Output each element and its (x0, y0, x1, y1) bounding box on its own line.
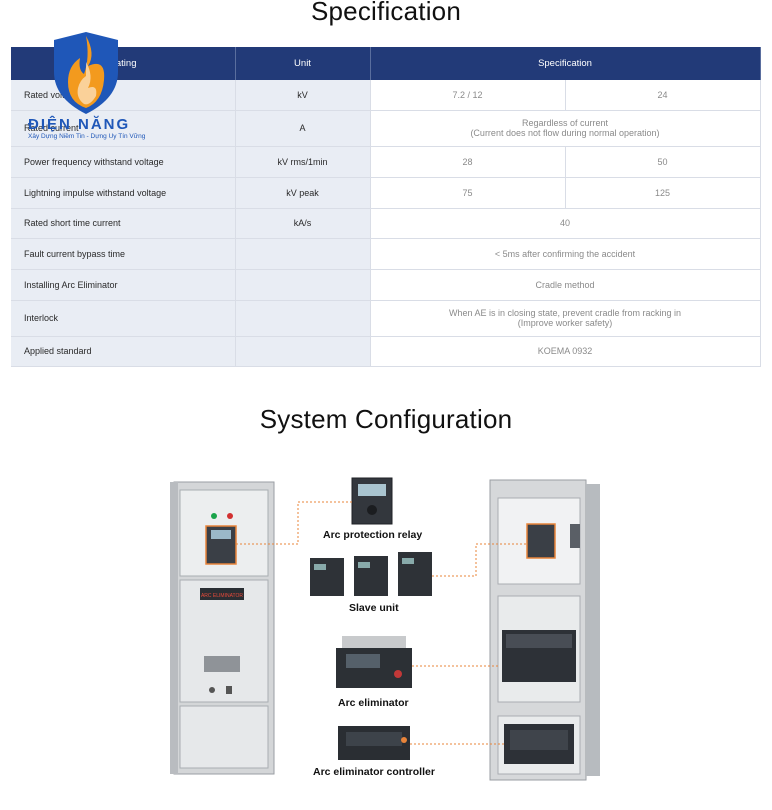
table-row: Rated current A Regardless of current (C… (11, 110, 761, 147)
brand-tagline: Xây Dựng Niềm Tin - Dựng Uy Tín Vững (28, 133, 146, 140)
table-row: Lightning impulse withstand voltage kV p… (11, 177, 761, 209)
row-rating: Interlock (11, 300, 236, 337)
table-row: Rated voltage kV 7.2 / 12 24 (11, 80, 761, 111)
label-arc-eliminator-controller: Arc eliminator controller (313, 766, 435, 778)
row-spec-1: 75 (370, 177, 566, 209)
specification-heading: Specification (310, 0, 462, 26)
row-spec: < 5ms after confirming the accident (370, 238, 761, 270)
row-unit: A (235, 110, 371, 147)
row-rating: Fault current bypass time (11, 238, 236, 270)
row-unit: kV rms/1min (235, 146, 371, 178)
table-row: Power frequency withstand voltage kV rms… (11, 146, 761, 178)
row-unit: kA/s (235, 208, 371, 239)
table-row: Installing Arc Eliminator Cradle method (11, 269, 761, 301)
label-arc-eliminator: Arc eliminator (338, 697, 409, 709)
row-spec-1: 28 (370, 146, 566, 178)
row-unit (235, 300, 371, 337)
label-slave-unit: Slave unit (349, 602, 399, 614)
arc-eliminator-controller-device (338, 726, 410, 760)
row-rating: Rated current (11, 110, 236, 147)
system-diagram-graphic: ARC ELIMINATOR (170, 477, 600, 781)
header-rating: Rating (11, 47, 236, 80)
row-spec-2: 125 (565, 177, 761, 209)
table-row: Rated short time current kA/s 40 (11, 208, 761, 239)
row-spec-2: 50 (565, 146, 761, 178)
label-arc-protection-relay: Arc protection relay (323, 529, 423, 541)
row-unit (235, 238, 371, 270)
arc-eliminator-device (336, 636, 412, 688)
row-spec: KOEMA 0932 (370, 336, 761, 367)
table-row: Fault current bypass time < 5ms after co… (11, 238, 761, 270)
row-rating: Rated voltage (11, 80, 236, 111)
flame-shield-icon (54, 32, 118, 114)
table-row: Applied standard KOEMA 0932 (11, 336, 761, 367)
brand-name: ĐIỆN NĂNG (28, 116, 131, 133)
system-configuration-heading: System Configuration (259, 404, 513, 434)
specification-table: Rating Unit Specification Rated voltage … (11, 47, 761, 367)
connector-lines (236, 501, 527, 745)
row-rating: Rated short time current (11, 208, 236, 239)
slave-unit-devices (310, 552, 432, 596)
row-unit: kV (235, 80, 371, 111)
row-spec-2: 24 (565, 80, 761, 111)
row-unit (235, 269, 371, 301)
row-rating: Power frequency withstand voltage (11, 146, 236, 178)
switchgear-cabinet-open (489, 479, 600, 781)
table-row: Interlock When AE is in closing state, p… (11, 300, 761, 337)
row-rating: Applied standard (11, 336, 236, 367)
row-rating: Lightning impulse withstand voltage (11, 177, 236, 209)
table-header-row: Rating Unit Specification (11, 47, 761, 80)
switchgear-cabinet-front: ARC ELIMINATOR (170, 481, 275, 775)
header-unit: Unit (235, 47, 371, 80)
row-spec: 40 (370, 208, 761, 239)
row-spec: Cradle method (370, 269, 761, 301)
header-specification: Specification (370, 47, 761, 80)
system-configuration-diagram: ARC ELIMINATOR (0, 440, 772, 810)
row-spec-1: 7.2 / 12 (370, 80, 566, 111)
brand-logo: ĐIỆN NĂNG Xây Dựng Niềm Tin - Dựng Uy Tí… (24, 22, 154, 144)
arc-protection-relay-device (351, 477, 393, 525)
row-spec: Regardless of current (Current does not … (370, 110, 761, 147)
row-unit: kV peak (235, 177, 371, 209)
row-unit (235, 336, 371, 367)
row-spec: When AE is in closing state, prevent cra… (370, 300, 761, 337)
panel-label: ARC ELIMINATOR (201, 593, 243, 599)
row-rating: Installing Arc Eliminator (11, 269, 236, 301)
